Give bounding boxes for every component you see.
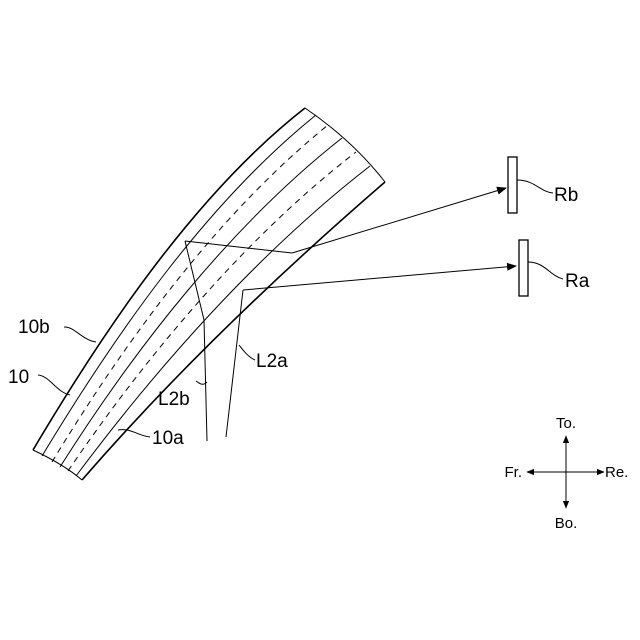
leader-ra [528, 262, 563, 279]
leader-l2a [239, 345, 255, 360]
label-10: 10 [8, 367, 29, 388]
glass-bottom-edge [33, 450, 82, 480]
receiver-b-box [508, 157, 517, 213]
leader-rb [517, 180, 553, 193]
leader-10 [38, 375, 70, 395]
receiver-a-box [519, 240, 528, 296]
light-path-b [185, 188, 506, 441]
glass-section-line [52, 125, 328, 462]
label-10a: 10a [152, 428, 184, 449]
compass-top-label: To. [556, 415, 576, 432]
label-ra: Ra [565, 271, 590, 292]
direction-compass: To. Bo. Fr. Re. [505, 415, 629, 532]
glass-panel [33, 108, 385, 480]
glass-top-edge [305, 108, 385, 182]
compass-left-label: Fr. [505, 464, 523, 481]
compass-right-label: Re. [605, 464, 628, 481]
label-l2a: L2a [256, 351, 288, 372]
glass-section-line [60, 138, 342, 467]
compass-bottom-label: Bo. [555, 515, 578, 532]
label-l2b: L2b [158, 389, 190, 410]
inner-surface-line [82, 182, 385, 480]
leader-10b [64, 327, 96, 342]
label-rb: Rb [554, 185, 578, 206]
label-10b: 10b [18, 317, 50, 338]
